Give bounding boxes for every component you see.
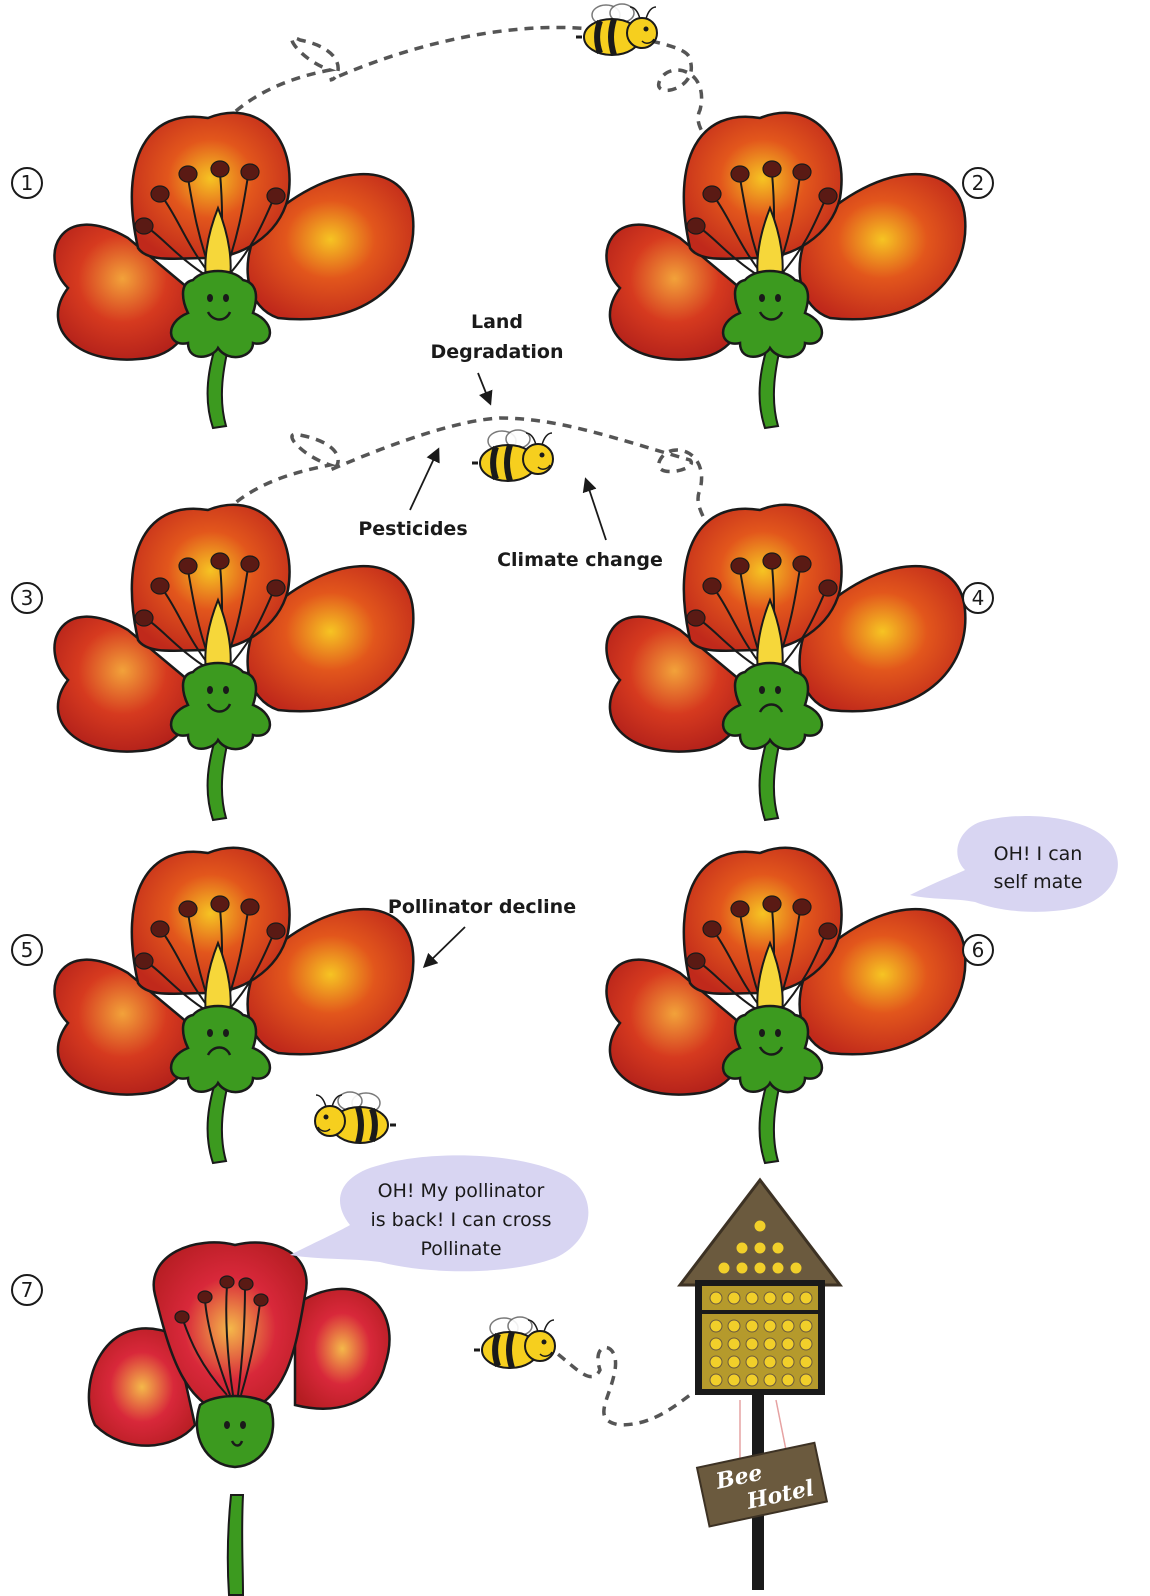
arrow-pollinator-decline <box>422 926 466 969</box>
label-land: Land <box>471 311 523 333</box>
bee-hotel-sign <box>695 1441 829 1528</box>
step-marker-4 <box>962 582 994 614</box>
bubble-back-line-3: Pollinate <box>420 1238 501 1260</box>
arrow-climate-change <box>582 477 607 541</box>
step-number-3: 3 <box>21 586 34 610</box>
bee-hotel: Bee Hotel <box>676 1177 844 1590</box>
step-markers <box>11 167 994 1306</box>
bubble-pollinator-back: OH! My pollinator is back! I can cross P… <box>290 1155 589 1272</box>
bubble-self-mate-line-1: OH! I can <box>994 843 1083 865</box>
bubble-back-line-2: is back! I can cross <box>370 1209 551 1231</box>
step-marker-2 <box>962 167 994 199</box>
step-number-7: 7 <box>21 1278 34 1302</box>
arrows <box>409 372 607 969</box>
flight-path-top <box>193 25 747 191</box>
bee-returning <box>315 1092 396 1143</box>
flight-path-middle <box>193 416 747 581</box>
label-pollinator-decline: Pollinator decline <box>388 896 576 918</box>
bee-middle <box>472 430 553 481</box>
step-number-2: 2 <box>972 171 985 195</box>
step-marker-6 <box>962 934 994 966</box>
label-degradation: Degradation <box>430 341 563 363</box>
flower-3 <box>53 503 415 822</box>
step-number-6: 6 <box>972 938 985 962</box>
step-number-5: 5 <box>21 938 34 962</box>
bubble-back-line-1: OH! My pollinator <box>378 1180 545 1202</box>
label-pesticides: Pesticides <box>358 518 467 540</box>
step-marker-5 <box>11 934 43 966</box>
step-marker-7 <box>11 1274 43 1306</box>
step-marker-1 <box>11 167 43 199</box>
flower-7 <box>87 1241 391 1596</box>
label-climate-change: Climate change <box>497 549 663 571</box>
flower-1 <box>53 111 415 430</box>
bubble-self-mate-line-2: self mate <box>994 871 1083 893</box>
flight-path-bottom <box>544 1343 692 1427</box>
arrow-pesticides <box>409 447 440 511</box>
bee-top <box>576 4 657 55</box>
bubble-self-mate: OH! I can self mate <box>910 815 1118 912</box>
step-marker-3 <box>11 582 43 614</box>
bee-bottom <box>474 1317 555 1368</box>
flower-2 <box>605 111 967 430</box>
step-number-4: 4 <box>972 586 985 610</box>
flight-paths <box>193 25 747 1427</box>
arrow-land-degradation <box>477 372 493 406</box>
step-number-1: 1 <box>21 171 34 195</box>
